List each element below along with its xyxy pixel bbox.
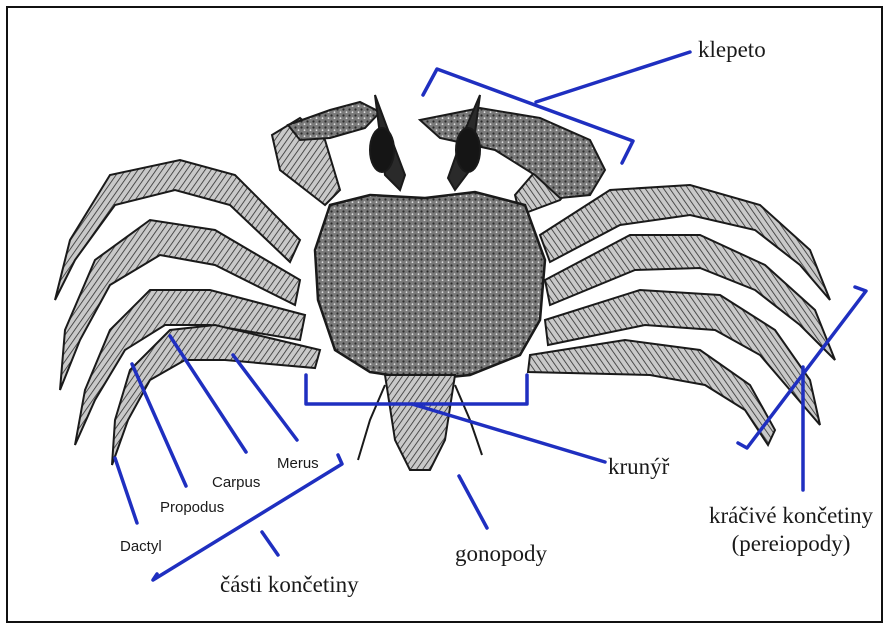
label-krunyr: krunýř — [608, 455, 669, 478]
label-merus: Merus — [277, 456, 319, 471]
abdomen — [358, 375, 482, 470]
label-gonopody: gonopody — [455, 542, 547, 565]
carapace — [315, 192, 545, 380]
dactyl-leader — [115, 458, 137, 523]
merus-leader — [233, 355, 297, 440]
label-casti-koncetiny: části končetiny — [220, 573, 359, 596]
left-leg-4 — [112, 325, 320, 465]
left-claw — [288, 102, 380, 140]
right-leg-4 — [528, 340, 775, 445]
klepeto-leader — [536, 52, 690, 102]
label-klepeto: klepeto — [698, 38, 766, 61]
label-kracive-line1: kráčivé končetiny — [676, 502, 892, 530]
eye-stalks — [370, 95, 480, 190]
right-walking-legs — [528, 185, 835, 445]
propodus-leader — [132, 364, 186, 486]
label-dactyl: Dactyl — [120, 539, 162, 554]
label-kracive-line2: (pereiopody) — [676, 530, 892, 558]
label-propodus: Propodus — [160, 500, 224, 515]
gonopody-leader — [459, 476, 487, 528]
casti-leader — [262, 532, 278, 555]
label-kracive: kráčivé končetiny (pereiopody) — [676, 502, 892, 557]
label-carpus: Carpus — [212, 475, 260, 490]
